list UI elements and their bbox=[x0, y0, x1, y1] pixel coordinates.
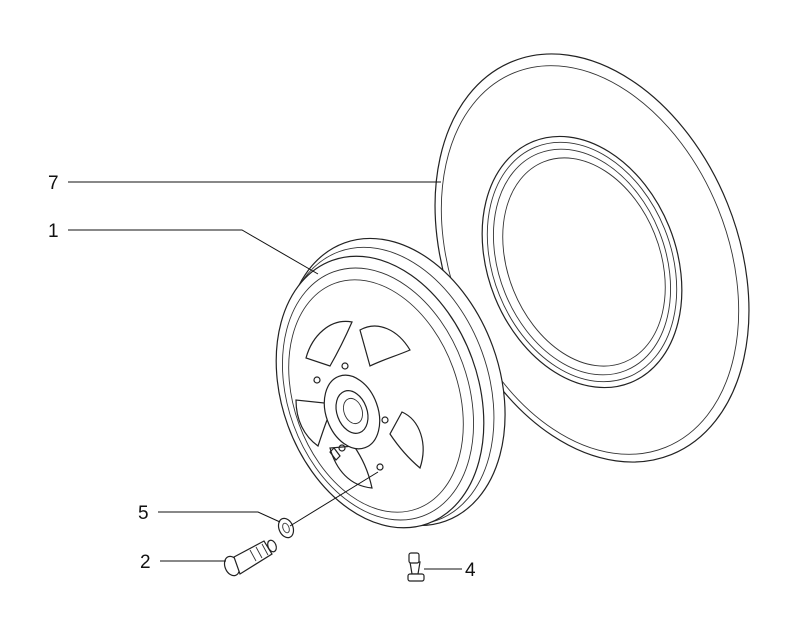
bolt bbox=[223, 539, 277, 577]
leader-5 bbox=[158, 511, 281, 523]
washer bbox=[277, 517, 295, 539]
leader-lines bbox=[68, 181, 462, 570]
callout-4: 4 bbox=[465, 560, 476, 581]
valve bbox=[407, 552, 425, 582]
leader-1 bbox=[68, 229, 319, 275]
wheel-rim bbox=[275, 237, 506, 529]
callout-5: 5 bbox=[138, 503, 149, 524]
leader-5-extension bbox=[289, 471, 379, 527]
callout-7: 7 bbox=[48, 173, 59, 194]
callout-2: 2 bbox=[140, 552, 151, 573]
callout-1: 1 bbox=[48, 221, 59, 242]
tyre bbox=[434, 53, 750, 463]
